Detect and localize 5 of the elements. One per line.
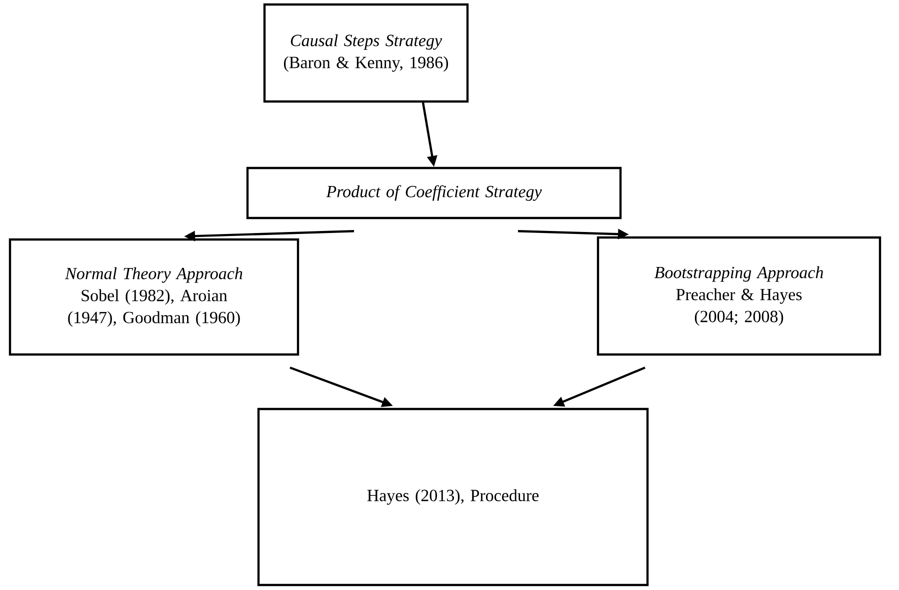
- process-box: Causal Steps Strategy (Baron & Kenny, 1986): [263, 3, 469, 103]
- process-box: Bootstrapping Approach Preacher & Hayes (2004; 2008): [596, 236, 882, 356]
- process-box: Product of Coefficient Strategy: [246, 166, 622, 220]
- process-box: Normal Theory Approach Sobel (1982), Aroian (1947), Goodman (1960): [8, 238, 300, 356]
- process-box: Hayes (2013), Procedure: [257, 408, 649, 586]
